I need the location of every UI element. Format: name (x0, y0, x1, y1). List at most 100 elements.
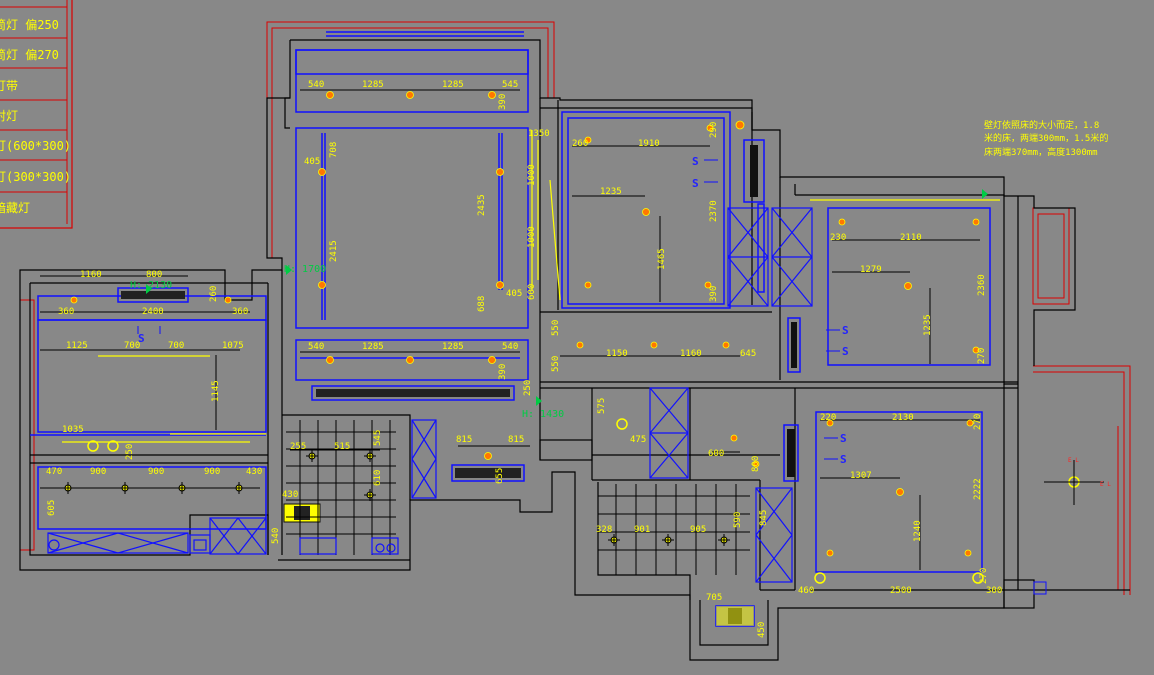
pendant-light-icon (972, 572, 984, 584)
pendant-light-icon (107, 440, 119, 452)
light-fixture-icon (584, 136, 592, 144)
dimension-label: 360 (58, 307, 74, 317)
dimension-label: 845 (759, 510, 769, 526)
height-marker-icon (286, 265, 292, 275)
dimension-label: 2500 (890, 586, 912, 596)
dimension-label: 1285 (442, 342, 464, 352)
dimension-label: 800 (146, 270, 162, 280)
dimension-label: 1235 (923, 314, 933, 336)
dimension-label: 328 (596, 525, 612, 535)
dimension-label: 540 (308, 80, 324, 90)
dimension-label: 1145 (211, 380, 221, 402)
dimension-label: 390 (498, 94, 508, 110)
pendant-light-icon (616, 418, 628, 430)
svg-text:S: S (692, 155, 699, 168)
legend-panel: 筒灯 偏250 筒灯 偏270 灯带 射灯 灯(600*300) 灯(300*3… (0, 0, 73, 229)
dimension-label: 230 (830, 233, 846, 243)
height-label: H: 1700 (284, 264, 326, 275)
legend-item-light-strip: 灯带 (0, 79, 18, 93)
dimension-label: 460 (798, 586, 814, 596)
switch-layer: S S S S S S S (137, 155, 849, 466)
downlight-icon (718, 534, 730, 546)
dimension-label: 645 (740, 349, 756, 359)
note-line: 壁灯依照床的大小而定，1.8 (984, 119, 1099, 131)
dimension-label: 575 (597, 398, 607, 414)
dimension-label: 2130 (892, 413, 914, 423)
light-fixture-icon (406, 91, 414, 99)
dimension-label: 220 (820, 413, 836, 423)
dimension-label: 1350 (528, 129, 550, 139)
dimension-label: 1279 (860, 265, 882, 275)
dimension-label: 360 (232, 307, 248, 317)
dimension-label: 270 (973, 414, 983, 430)
light-fixture-icon (318, 168, 326, 176)
dimension-label: 900 (90, 467, 106, 477)
socket-group: E L E L (1033, 457, 1111, 595)
switch-icon: S (824, 453, 847, 466)
svg-text:S: S (842, 345, 849, 358)
wall-light-note: 壁灯依照床的大小而定，1.8 米的床，两端300mm，1.5米的 床两端370m… (984, 119, 1108, 158)
light-fixture-icon (735, 120, 745, 130)
legend-item-panel-600x300: 灯(600*300) (0, 139, 71, 153)
light-fixture-icon (730, 434, 738, 442)
light-fixture-icon (722, 341, 730, 349)
height-marker-icon (982, 189, 988, 199)
switch-icon: S (692, 177, 718, 190)
legend-item-panel-300x300: 灯(300*300) (0, 170, 71, 184)
pendant-light-icon (814, 572, 826, 584)
light-fixture-icon (838, 218, 846, 226)
dimension-label: 1285 (362, 80, 384, 90)
light-fixture-icon (584, 281, 592, 289)
cabinet-layer (47, 207, 813, 583)
light-fixture-icon (972, 218, 980, 226)
legend-item-recessed-270: 筒灯 偏270 (0, 47, 59, 62)
appliance-layer (48, 534, 399, 555)
dimension-label: 405 (506, 289, 522, 299)
legend-item-spotlight: 射灯 (0, 108, 18, 123)
dimension-label: 2360 (977, 274, 987, 296)
light-fixture-icon (752, 460, 760, 468)
dimension-label: 2222 (973, 478, 983, 500)
dimension-label: 1235 (600, 187, 622, 197)
light-fixture-icon (972, 346, 980, 354)
dimension-label: 705 (706, 593, 722, 603)
height-marker-icon (536, 396, 542, 406)
light-fixture-icon (406, 356, 414, 364)
light-fixture-icon (496, 281, 504, 289)
light-fixture-icon (826, 419, 834, 427)
legend-item-recessed-250: 筒灯 偏250 (0, 17, 59, 32)
dimension-label: 688 (477, 296, 487, 312)
dimension-label: 605 (47, 500, 57, 516)
note-line: 米的床，两端300mm，1.5米的 (984, 132, 1108, 144)
dimension-label: 1465 (657, 248, 667, 270)
dimension-label: 390 (709, 286, 719, 302)
dimension-label: 900 (148, 467, 164, 477)
light-fixture-icon (326, 91, 334, 99)
dimension-label: 545 (502, 80, 518, 90)
switch-icon: S (692, 155, 718, 168)
round-fixture-layer (87, 418, 1080, 584)
dimension-label: 470 (46, 467, 62, 477)
dimension-label: 1075 (222, 341, 244, 351)
dimension-label: 430 (246, 467, 262, 477)
dimension-label: 900 (204, 467, 220, 477)
dimension-label: 2370 (709, 200, 719, 222)
dimension-label: 450 (757, 622, 767, 638)
light-fixture-icon (706, 124, 714, 132)
legend-item-hidden-light: 暗藏灯 (0, 200, 30, 215)
dimension-label: 600 (708, 449, 724, 459)
light-fixture-icon (826, 549, 834, 557)
downlight-icon (662, 534, 674, 546)
pendant-light-icon (87, 440, 99, 452)
light-fixture-icon (704, 281, 712, 289)
dimension-label: 300 (986, 586, 1002, 596)
svg-text:S: S (692, 177, 699, 190)
switch-icon: S (137, 326, 161, 345)
light-fixture-icon (964, 549, 972, 557)
light-fixture-icon (488, 91, 496, 99)
light-fixture-icon (224, 296, 232, 304)
light-fixture-icon (484, 452, 492, 460)
dimension-label: 708 (329, 142, 339, 158)
dimension-line-layer (40, 89, 1000, 591)
